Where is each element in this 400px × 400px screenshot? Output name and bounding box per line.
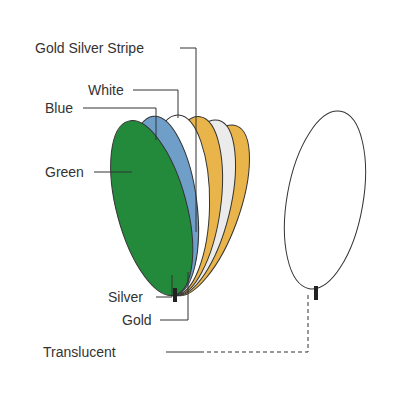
green-panel [95, 112, 209, 304]
part-label: White [88, 81, 124, 99]
handle [173, 288, 177, 302]
leader-lines [83, 48, 308, 352]
leader-line [200, 292, 308, 352]
translucent-panel [272, 105, 378, 295]
leader-line [156, 275, 172, 297]
part-label: Gold [122, 311, 152, 329]
leader-line [94, 172, 132, 173]
leader-line [160, 272, 188, 320]
leader-line [180, 48, 196, 232]
leader-line [166, 352, 200, 353]
part-label: Silver [108, 288, 143, 306]
handle [314, 286, 318, 300]
part-label: Gold Silver Stripe [35, 39, 144, 57]
part-label: Translucent [43, 343, 116, 361]
part-label: Green [45, 163, 84, 181]
part-label: Blue [45, 99, 73, 117]
leader-line [83, 108, 156, 140]
